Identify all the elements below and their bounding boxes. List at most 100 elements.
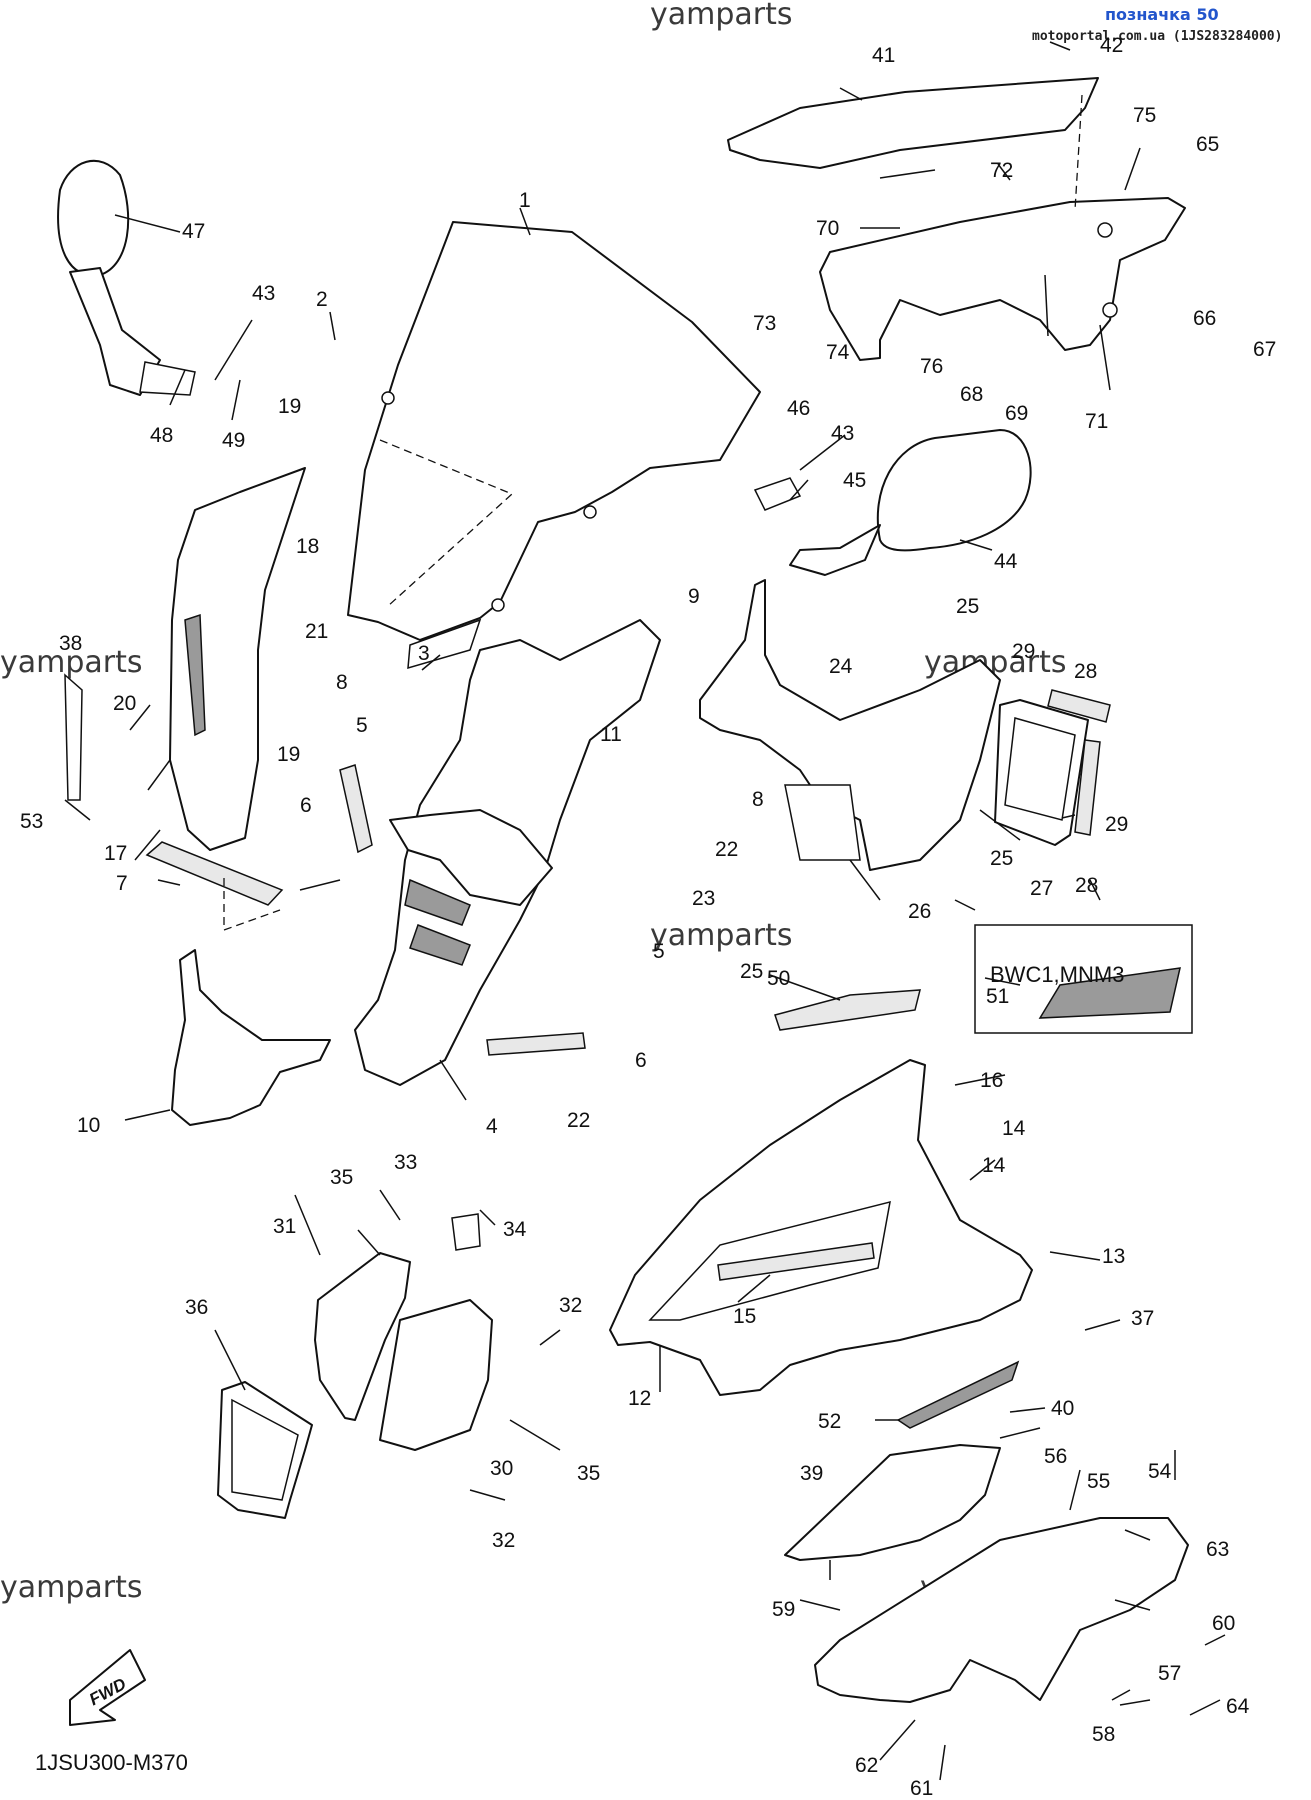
assembly-line [379, 439, 514, 607]
callout-70: 70 [816, 217, 839, 240]
lower-side-cover [814, 1517, 1189, 1703]
callout-15: 15 [733, 1305, 756, 1328]
callout-61: 61 [910, 1777, 933, 1800]
callout-53: 53 [20, 810, 43, 833]
callout-21: 21 [305, 620, 328, 643]
callout-42: 42 [1100, 34, 1123, 57]
callout-36: 36 [185, 1296, 208, 1319]
callout-60: 60 [1212, 1612, 1235, 1635]
callout-55: 55 [1087, 1470, 1110, 1493]
variant-box-label: BWC1,MNM3 [990, 962, 1124, 987]
callout-49: 49 [222, 429, 245, 452]
callout-35: 35 [577, 1462, 600, 1485]
assembly-line [1044, 274, 1111, 391]
callout-56: 56 [1044, 1445, 1067, 1468]
fwd-arrow [69, 1649, 146, 1726]
callout-5: 5 [356, 714, 368, 737]
header-label: позначка 50 [1105, 5, 1219, 24]
callout-67: 67 [1253, 338, 1276, 361]
callout-17: 17 [104, 842, 127, 865]
duct-30 [379, 1299, 493, 1451]
callout-51: 51 [986, 985, 1009, 1008]
callout-47: 47 [182, 220, 205, 243]
duct-31 [314, 1252, 411, 1421]
mirror-glass-left [57, 159, 130, 277]
callout-71: 71 [1085, 410, 1108, 433]
callout-4: 4 [486, 1115, 498, 1138]
callout-2: 2 [316, 288, 328, 311]
callout-58: 58 [1092, 1723, 1115, 1746]
callout-23: 23 [692, 887, 715, 910]
frame-36-inner [231, 1398, 299, 1501]
callout-7: 7 [116, 872, 128, 895]
callout-1: 1 [519, 189, 531, 212]
callout-59: 59 [772, 1598, 795, 1621]
seal-strip [1047, 689, 1111, 723]
callout-14: 14 [1002, 1117, 1026, 1140]
callout-14: 14 [982, 1154, 1006, 1177]
callout-3: 3 [418, 642, 430, 665]
callout-38: 38 [59, 632, 82, 655]
seal-strip [1074, 739, 1101, 836]
callout-25: 25 [956, 595, 979, 618]
screw-hole [381, 391, 395, 405]
callout-34: 34 [503, 1218, 527, 1241]
callout-26: 26 [908, 900, 931, 923]
callout-20: 20 [113, 692, 136, 715]
callout-25: 25 [990, 847, 1013, 870]
seal-strip-6b [486, 1032, 586, 1056]
callout-76: 76 [920, 355, 943, 378]
grommet-hole [1102, 302, 1118, 318]
mirror-glass-right [876, 429, 1032, 552]
intake-slot [409, 924, 471, 966]
callout-57: 57 [1158, 1662, 1181, 1685]
callout-63: 63 [1206, 1538, 1229, 1561]
cowling-stay-part [699, 579, 1001, 871]
callout-68: 68 [960, 383, 983, 406]
header-source: motoportal.com.ua (1JS283284000) [1032, 29, 1282, 44]
callout-28: 28 [1074, 660, 1097, 683]
callout-22: 22 [715, 838, 738, 861]
callout-numbers: 1 2 3 4 5 5 6 6 7 8 8 9 10 11 12 13 14 1… [20, 34, 1276, 1800]
callout-12: 12 [628, 1387, 651, 1410]
callout-32: 32 [559, 1294, 582, 1317]
sensor-33 [451, 1213, 481, 1251]
callout-48: 48 [150, 424, 173, 447]
callout-33: 33 [394, 1151, 417, 1174]
watermark: yamparts [0, 645, 143, 680]
seal-53 [64, 673, 83, 801]
grommet-hole [1097, 222, 1113, 238]
callout-25: 25 [740, 960, 763, 983]
callout-30: 30 [490, 1457, 513, 1480]
callout-24: 24 [829, 655, 853, 678]
bracket-2 [407, 618, 482, 670]
callout-10: 10 [77, 1114, 100, 1137]
callout-8: 8 [752, 788, 764, 811]
mirror-stem-right [789, 524, 881, 576]
mirror-base-left [139, 361, 196, 396]
callout-28: 28 [1075, 874, 1098, 897]
callout-43: 43 [831, 422, 854, 445]
assembly-line [1074, 94, 1083, 211]
callout-31: 31 [273, 1215, 296, 1238]
callout-9: 9 [688, 585, 700, 608]
assembly-line [223, 878, 281, 931]
decal-52 [896, 1360, 1020, 1429]
callout-19: 19 [278, 395, 301, 418]
emblem-51 [1038, 967, 1181, 1019]
callout-37: 37 [1131, 1307, 1154, 1330]
callout-52: 52 [818, 1410, 841, 1433]
watermark-top: yamparts [650, 0, 793, 32]
callout-6: 6 [635, 1049, 647, 1072]
callout-32: 32 [492, 1529, 515, 1552]
front-panel-part [389, 809, 553, 906]
seal-strip-7 [145, 841, 284, 906]
callout-13: 13 [1102, 1245, 1125, 1268]
duct-frame [784, 784, 861, 861]
callout-35: 35 [330, 1166, 353, 1189]
callout-29: 29 [1105, 813, 1128, 836]
panel-39 [784, 1444, 1001, 1561]
watermark: yamparts [0, 1570, 143, 1605]
seal-strip-6 [339, 764, 373, 854]
callout-18: 18 [296, 535, 319, 558]
